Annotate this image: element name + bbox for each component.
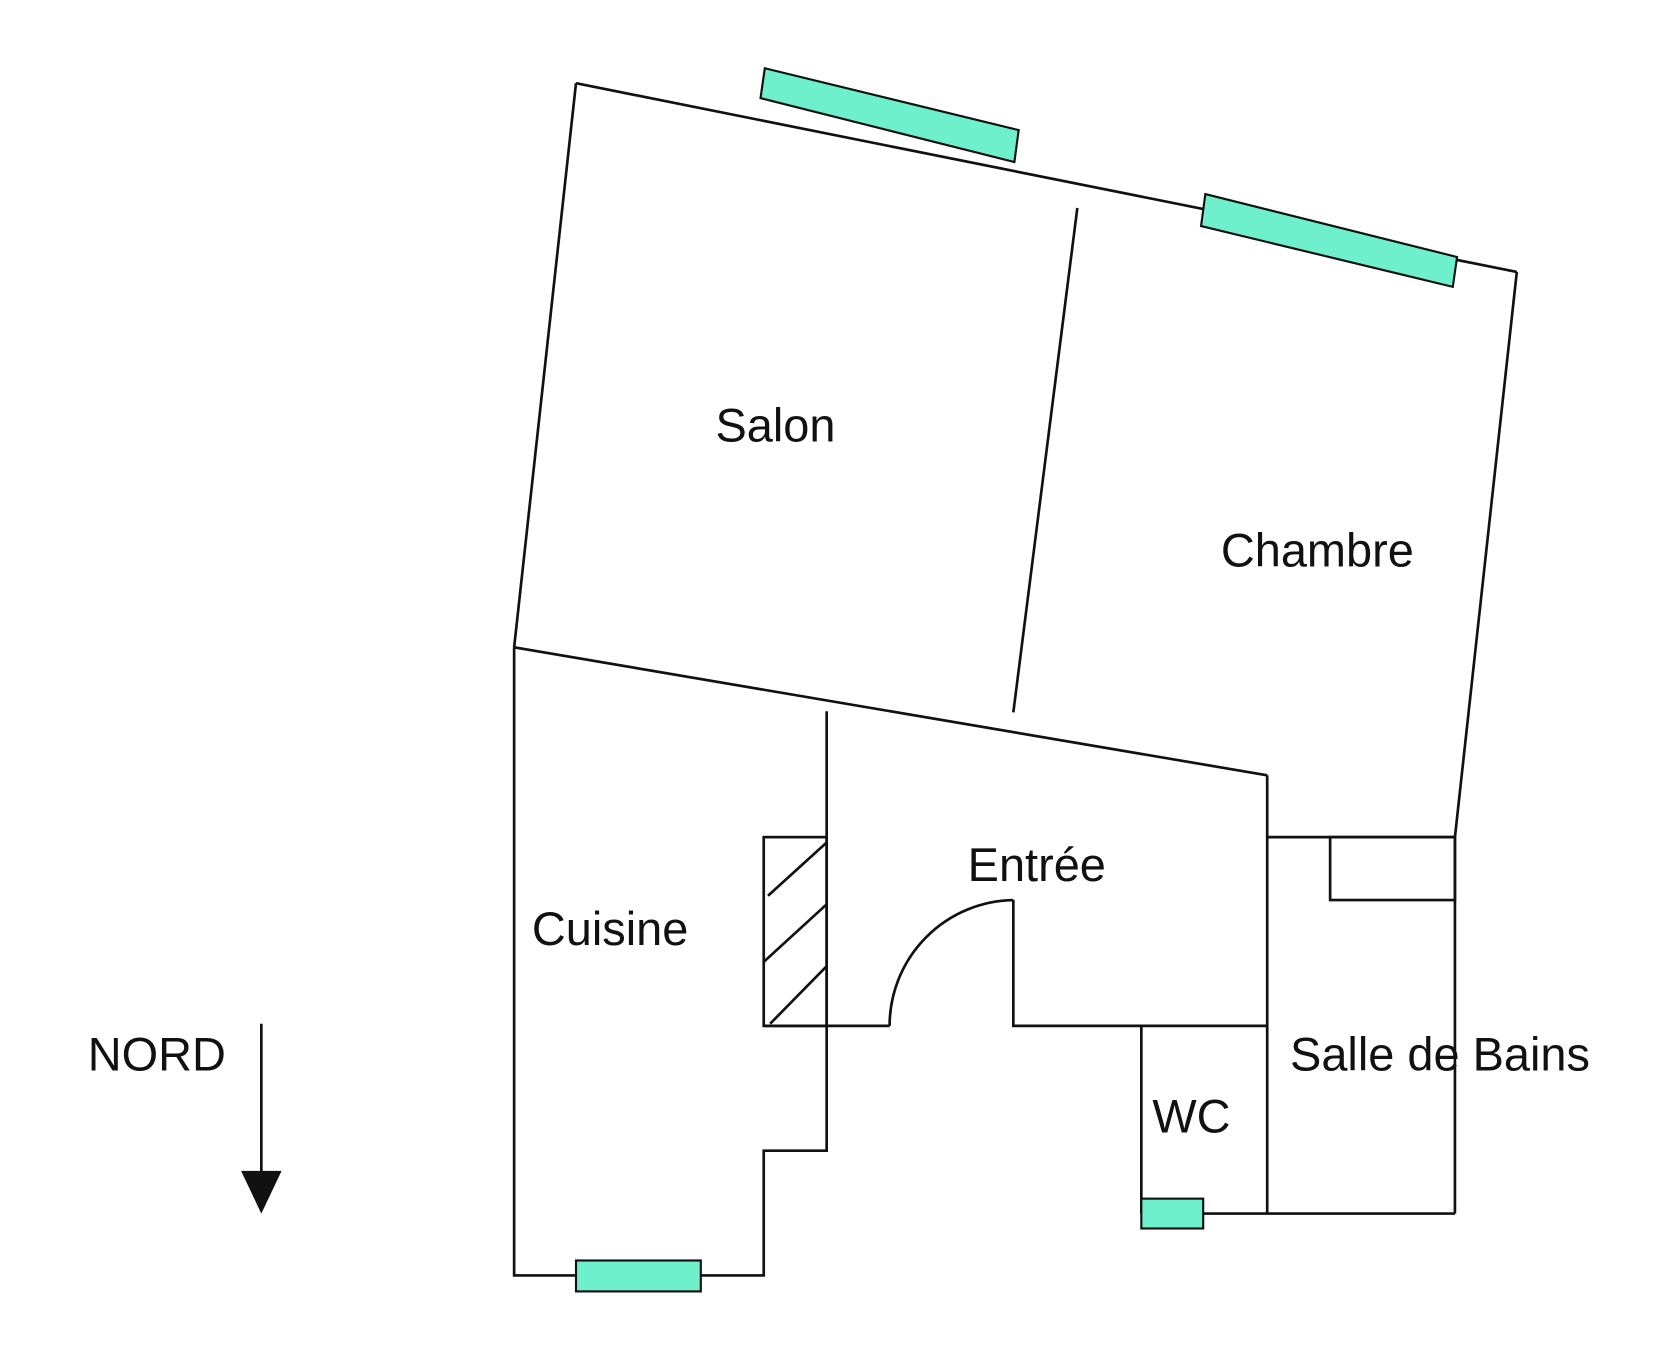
room-label-wc: WC [1152,1091,1230,1143]
hatch-line [767,841,828,897]
compass-label: NORD [88,1029,226,1081]
bathroom-fixture [1328,835,1457,902]
room-label-salle-de-bains: Salle de Bains [1290,1029,1590,1081]
salon-window [759,66,1020,164]
cuisine-walls [512,647,828,1277]
room-label-chambre: Chambre [1221,524,1414,576]
chambre-right-wall [1453,271,1519,838]
wc-window [1140,1197,1205,1230]
door-swing-arc [888,898,1014,1026]
chambre-window [1199,192,1459,289]
cuisine-window [574,1259,702,1293]
room-label-cuisine: Cuisine [532,903,688,955]
salon-chambre-divider [1012,207,1079,713]
north-arrow-icon [241,1023,282,1214]
entree-inner-wall [1012,900,1268,1028]
hatch-line [769,965,828,1025]
hatch-line [762,903,828,963]
salon-left-wall [512,83,578,648]
windows [574,66,1459,1293]
room-label-salon: Salon [715,399,835,451]
room-label-entree: Entrée [968,839,1106,891]
salon-cuisine-divider [513,645,1268,777]
walls [512,81,1519,1277]
